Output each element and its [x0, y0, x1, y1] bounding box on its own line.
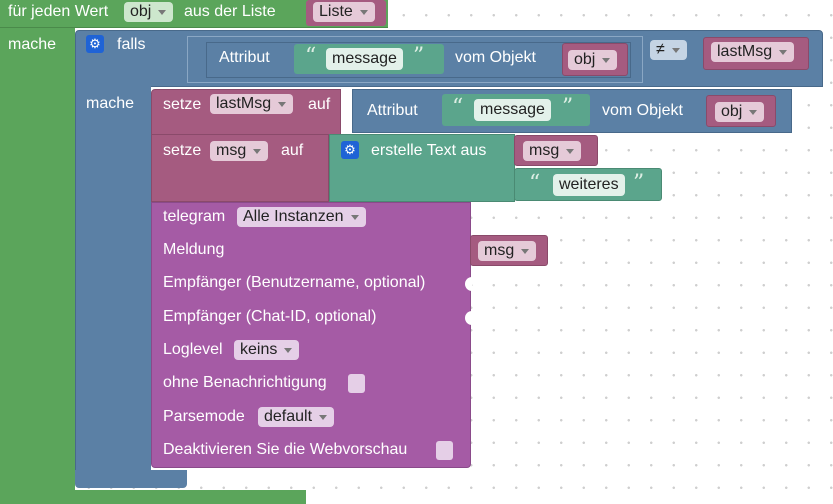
silent-label: ohne Benachrichtigung [163, 374, 327, 391]
set1-object-var-value: obj [721, 103, 743, 120]
operator-dropdown[interactable]: ≠ [650, 40, 687, 60]
loop-middle-label: aus der Liste [184, 3, 276, 20]
object-variable-block[interactable]: obj [562, 43, 628, 76]
preview-label: Deaktivieren Sie die Webvorschau [163, 441, 408, 458]
operator-value: ≠ [656, 41, 665, 58]
quote-open-icon: “ [452, 95, 464, 120]
if-do-label: mache [86, 95, 135, 112]
set1-text-field[interactable]: message [474, 99, 551, 121]
message-label: Meldung [163, 241, 225, 258]
chevron-down-icon [350, 215, 359, 220]
list-variable-block[interactable]: Liste [306, 0, 386, 26]
of-object-label: vom Objekt [455, 49, 536, 66]
chevron-down-icon [779, 50, 788, 55]
text-literal-block[interactable]: “ message ” [294, 44, 444, 74]
chevron-down-icon [602, 58, 611, 63]
set2-var-dropdown[interactable]: msg [210, 141, 269, 161]
parsemode-value: default [264, 408, 313, 425]
compare-variable-block[interactable]: lastMsg [703, 37, 809, 70]
parsemode-dropdown[interactable]: default [258, 407, 335, 427]
chevron-down-icon [566, 149, 575, 154]
chevron-down-icon [749, 110, 758, 115]
loglevel-dropdown[interactable]: keins [234, 340, 300, 360]
telegram-instance-value: Alle Instanzen [243, 208, 344, 225]
loop-var-dropdown[interactable]: obj [124, 2, 174, 22]
attribute-label: Attribut [219, 49, 270, 66]
object-var-dropdown[interactable]: obj [568, 50, 618, 70]
quote-close-icon: ” [413, 44, 425, 69]
chevron-down-icon [671, 48, 680, 53]
gear-icon[interactable]: ⚙ [86, 35, 104, 53]
loop-var-value: obj [130, 3, 152, 20]
quote-close-icon: ” [562, 95, 574, 120]
chevron-down-icon [253, 149, 262, 154]
create-text-label: erstelle Text aus [371, 142, 487, 159]
set2-var-value: msg [216, 142, 247, 159]
create-text-block[interactable] [329, 134, 515, 202]
loop-block-bottom [0, 490, 306, 504]
chevron-down-icon [158, 10, 167, 15]
create-text-field[interactable]: weiteres [553, 174, 625, 196]
telegram-instance-dropdown[interactable]: Alle Instanzen [237, 207, 366, 227]
set2-label: setze [163, 142, 202, 159]
gear-icon[interactable]: ⚙ [341, 141, 359, 159]
message-var-dropdown[interactable]: msg [478, 241, 537, 261]
set1-object-var-dropdown[interactable]: obj [715, 102, 765, 122]
chevron-down-icon [278, 102, 287, 107]
loop-block-side [0, 28, 75, 490]
create-text-var-dropdown[interactable]: msg [523, 141, 582, 161]
set1-of-object-label: vom Objekt [602, 102, 683, 119]
loop-prefix-label: für jeden Wert [8, 3, 109, 20]
set1-attribute-label: Attribut [367, 102, 418, 119]
set1-text-literal-block[interactable]: “ message ” [442, 94, 590, 126]
create-text-var-value: msg [529, 142, 560, 159]
message-var-value: msg [484, 242, 515, 259]
chevron-down-icon [359, 10, 368, 15]
loop-do-label: mache [8, 36, 57, 53]
set1-var-dropdown[interactable]: lastMsg [210, 94, 294, 114]
set1-to-label: auf [308, 96, 331, 113]
parsemode-label: Parsemode [163, 408, 245, 425]
telegram-label: telegram [163, 208, 226, 225]
quote-open-icon: “ [529, 171, 541, 196]
set1-var-value: lastMsg [216, 95, 272, 112]
silent-checkbox[interactable] [348, 374, 365, 393]
loglevel-label: Loglevel [163, 341, 223, 358]
if-block-bottom [75, 470, 187, 488]
recipient-name-input-slot[interactable] [465, 277, 472, 291]
recipient-chat-label: Empfänger (Chat-ID, optional) [163, 308, 377, 325]
set1-object-variable-block[interactable]: obj [706, 95, 776, 127]
message-var-block[interactable]: msg [470, 235, 548, 266]
chevron-down-icon [521, 249, 530, 254]
create-text-literal-block[interactable]: “ weiteres ” [514, 168, 662, 201]
set1-label: setze [163, 96, 202, 113]
set2-to-label: auf [281, 142, 304, 159]
loglevel-value: keins [240, 341, 278, 358]
create-text-var-block[interactable]: msg [514, 135, 598, 166]
object-var-value: obj [574, 51, 596, 68]
compare-var-value: lastMsg [717, 43, 773, 60]
quote-close-icon: ” [633, 171, 645, 196]
chevron-down-icon [319, 415, 328, 420]
chevron-down-icon [284, 348, 293, 353]
quote-open-icon: “ [305, 44, 317, 69]
recipient-name-label: Empfänger (Benutzername, optional) [163, 274, 426, 291]
if-block-side [75, 86, 151, 472]
if-label: falls [117, 36, 146, 53]
recipient-chat-input-slot[interactable] [465, 311, 472, 325]
compare-var-dropdown[interactable]: lastMsg [711, 42, 795, 62]
list-var-value: Liste [319, 3, 353, 20]
list-var-dropdown[interactable]: Liste [313, 2, 375, 22]
preview-checkbox[interactable] [436, 441, 453, 460]
text-field[interactable]: message [326, 48, 403, 70]
